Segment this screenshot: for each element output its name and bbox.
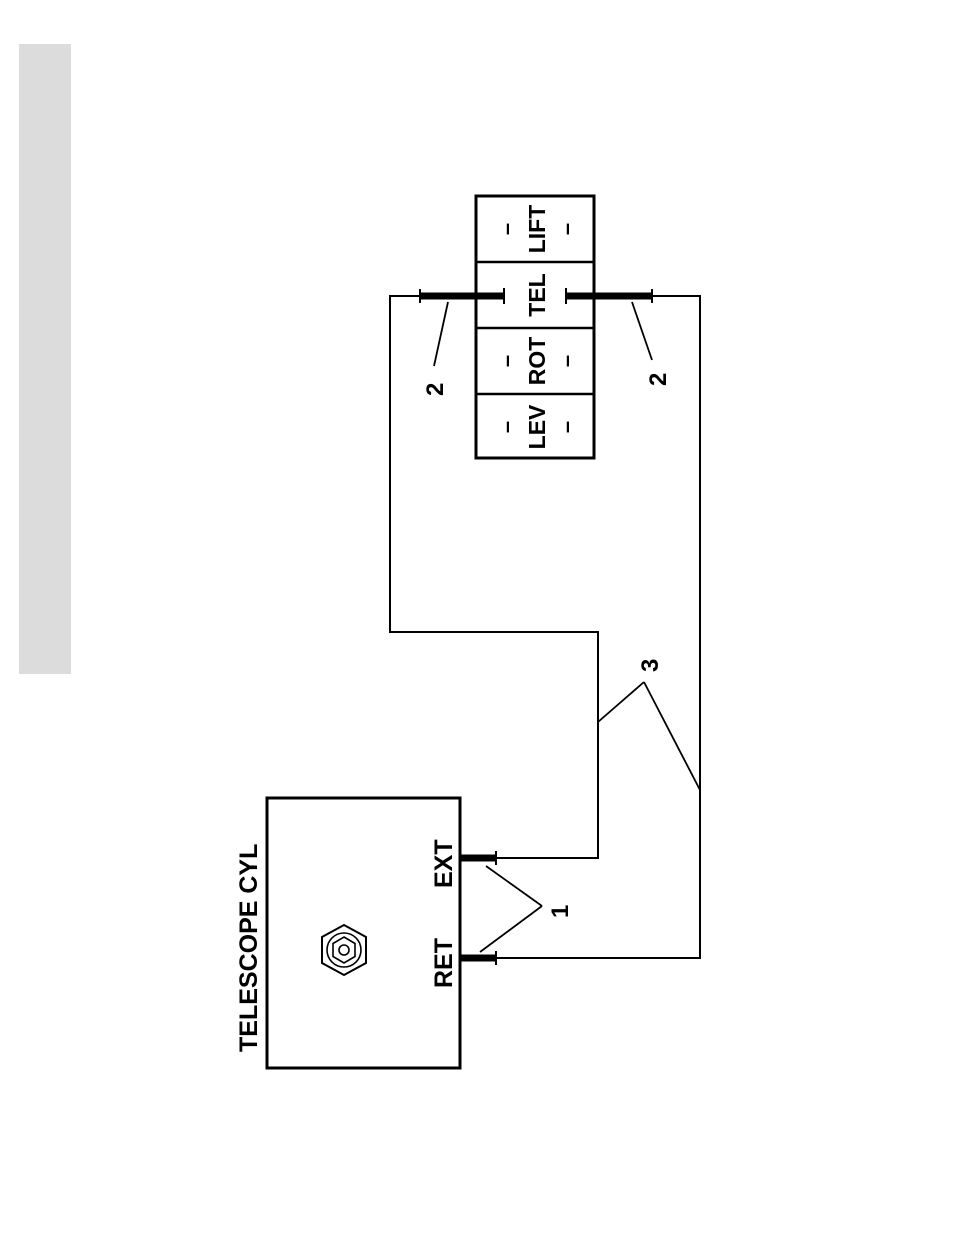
callout-1-label: 1 [547,905,574,918]
port-dash: – [494,421,519,433]
cylinder-title: TELESCOPE CYL [235,844,263,1052]
valve-label-lev: LEV [524,404,550,449]
callout-1 [480,866,542,952]
cylinder-body [267,798,460,1068]
port-dash: – [554,223,579,235]
cylinder-port-fittings [460,851,496,965]
hex-nut-icon [322,925,366,975]
port-dash: – [554,355,579,367]
port-label-ret: RET [430,938,458,988]
callout-3 [598,682,700,790]
port-dash: – [494,223,519,235]
callout-2-label-right: 2 [645,373,672,386]
side-tab [19,44,71,674]
telescope-cylinder: TELESCOPE CYL RET EXT [235,798,460,1068]
port-dash: – [494,355,519,367]
port-label-ext: EXT [430,839,458,888]
callout-3-label: 3 [637,659,664,672]
hose-ext [390,296,598,858]
valve-label-lift: LIFT [524,205,550,254]
port-dash: – [554,421,579,433]
valve-bank: LIFT TEL ROT LEV – – – – – – [476,196,594,458]
valve-label-rot: ROT [524,337,550,386]
valve-label-tel: TEL [524,273,550,316]
callout-2-label-left: 2 [422,383,449,396]
